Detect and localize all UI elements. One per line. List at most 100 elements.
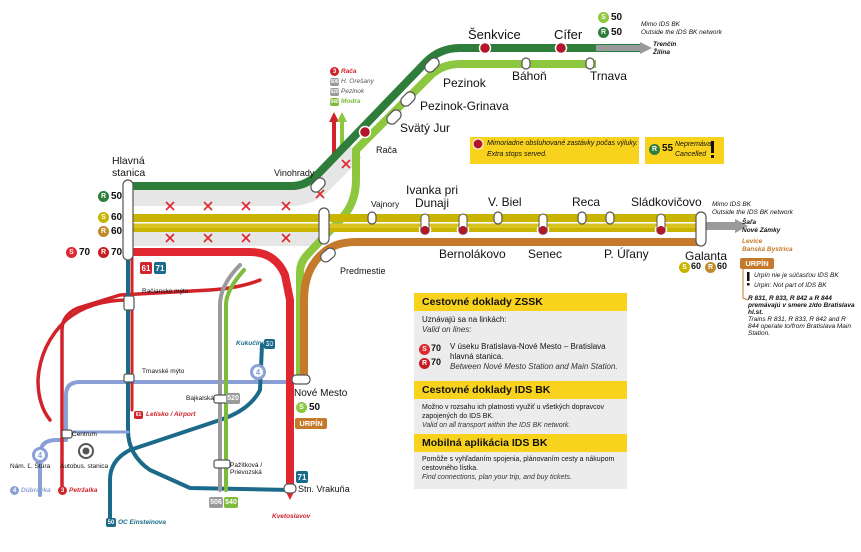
badge-r50-letter: R: [98, 191, 109, 202]
dir-zilina: Žilina: [653, 49, 670, 56]
station-p-ulany: P. Úľany: [604, 247, 649, 261]
badge-r70-num: 70: [111, 247, 123, 258]
tram-4b-circle: 4: [34, 449, 46, 461]
dest-letisko: Letisko / Airport: [146, 411, 196, 418]
bus-line-540: [224, 268, 246, 492]
panel-zssk-title: Cestovné doklady ZSSK: [414, 293, 627, 311]
urpin-note-en: Urpin: Not part of IDS BK: [754, 282, 827, 289]
badge-r50-num: 50: [111, 191, 123, 202]
tram-line-3: [60, 278, 262, 494]
badge-top-r50-letter: R: [598, 27, 609, 38]
dest-dubravka: Dúbravka: [21, 487, 51, 494]
station-v-biel: V. Biel: [488, 195, 522, 209]
legend-r55-num: 55: [662, 143, 674, 154]
station-pezinok-grinava: Pezinok-Grinava: [420, 99, 509, 113]
bus-50b-badge: 50: [106, 518, 116, 527]
legend-cancel-sk: Nepremáva: [675, 141, 712, 148]
station-predmestie: Predmestie: [340, 266, 386, 276]
badge-top-s50-letter: S: [598, 12, 609, 23]
bus-540-badge: 540: [224, 497, 238, 508]
panel-zssk-text-en: Between Nové Mesto Station and Main Stat…: [450, 362, 618, 371]
tram-4-circle: 4: [252, 366, 264, 378]
legend-extra-sk: Mimoriadne obsluhované zastávky počas vý…: [487, 140, 638, 147]
panel-zssk-text-sk: V úseku Bratislava-Nové Mesto – Bratisla…: [450, 342, 606, 361]
panel-zssk-valid: Uznávajú sa na linkách: Valid on lines:: [422, 315, 622, 335]
dir-banska-bystrica: Banská Bystrica: [742, 246, 793, 253]
station-nam-stura: Nám. Ľ. Štúra: [10, 463, 51, 470]
legend-cancel-en: Cancelled: [675, 151, 707, 158]
bus-506-top-badge: 506: [330, 78, 339, 86]
panel-zssk-text: V úseku Bratislava-Nové Mesto – Bratisla…: [450, 342, 622, 372]
bus-540-top-badge: 540: [330, 98, 339, 106]
station-hlavna-stanica: Hlavná stanica: [112, 155, 146, 179]
panel-zssk-sk: Uznávajú sa na linkách:: [422, 315, 507, 324]
arrow-galanta: [735, 219, 748, 233]
station-pazitkova: Pažítková / Prievozská: [230, 462, 263, 477]
station-ivanka: Ivanka pri Dunaji: [405, 183, 459, 211]
badge-top-s50-num: 50: [611, 12, 623, 23]
legend-extra-box: [470, 137, 639, 164]
line-s70: [128, 248, 294, 490]
tram-3b-badge: 3: [330, 67, 339, 76]
mimo-mid-sk: Mimo IDS BK: [712, 201, 752, 208]
legend-extra-en: Extra stops served.: [487, 151, 547, 158]
dest-oc-einsteinova: OC Einsteinova: [118, 519, 167, 526]
panel-ids-text: Možno v rozsahu ich platnosti využiť u v…: [422, 404, 622, 430]
station-raca: Rača: [376, 145, 398, 155]
station-galanta: Galanta: [685, 249, 728, 263]
bus-station-icon: [78, 443, 94, 459]
station-reca: Reca: [572, 195, 601, 209]
panel-r70-letter: R: [419, 358, 430, 369]
panel-ids-en: Valid on all transport within the IDS BK…: [422, 421, 571, 429]
badge-gal-r60-num: 60: [717, 261, 728, 271]
line-r50: [128, 44, 640, 190]
station-bahon: Báhoň: [512, 69, 547, 83]
station-bernolakovo: Bernolákovo: [439, 247, 506, 261]
badge-gal-s60-num: 60: [691, 261, 702, 271]
bus-520-badge: 520: [226, 393, 240, 404]
station-senec: Senec: [528, 247, 563, 261]
station-trnavske-myto: Trnavské mýto: [142, 368, 185, 375]
station-cifer: Cífer: [554, 27, 583, 42]
tram-line-1-loop: [36, 261, 130, 422]
tram-71b-badge: 71: [296, 471, 308, 483]
badge-s70-letter: S: [66, 247, 77, 258]
panel-ids-title: Cestovné doklady IDS BK: [414, 381, 627, 399]
station-stn-vrakuna: Stn. Vrakuňa: [298, 484, 350, 494]
badge-s70-num: 70: [79, 247, 91, 258]
dir-nove-zamky: Nové Zámky: [742, 227, 781, 234]
dest-petrzalka: Petržalka: [69, 487, 98, 494]
bus-520-top-badge: 520: [330, 88, 339, 96]
urpin-note-sk: Urpín nie je súčasťou IDS BK: [754, 272, 839, 279]
urpin-note-r-sk: R 831, R 833, R 842 a R 844 premávajú v …: [748, 295, 855, 317]
panel-app-sk: Pomôže s vyhľadaním spojenia, plánovaním…: [422, 456, 615, 472]
legend-r55-letter: R: [649, 144, 660, 155]
badge-nm-s50-num: 50: [309, 402, 321, 413]
station-vinohrady: Vinohrady: [274, 168, 315, 178]
mimo-top-sk: Mimo IDS BK: [641, 21, 681, 28]
bus-50-badge: 50: [264, 339, 275, 349]
dest-h-orecany: H. Orešany: [341, 78, 374, 85]
badge-s60-num: 60: [111, 212, 123, 223]
station-vajnory: Vajnory: [371, 199, 400, 209]
station-trnava: Trnava: [590, 69, 627, 83]
station-senkvice: Šenkvice: [468, 27, 521, 42]
badge-r70-letter: R: [98, 247, 109, 258]
dest-kvetoslavov: Kvetoslavov: [272, 513, 311, 520]
badge-gal-r60-letter: R: [705, 262, 716, 273]
urpin-badge-note: URPÍN: [740, 258, 774, 269]
dest-kukucinova: Kukučínova: [236, 340, 273, 347]
station-nove-mesto: Nové Mesto: [294, 388, 348, 399]
panel-app-en: Find connections, plan your trip, and bu…: [422, 473, 572, 481]
badge-r60-letter: R: [98, 226, 109, 237]
badge-r60-num: 60: [111, 226, 123, 237]
tram-61-badge: 61: [140, 262, 152, 274]
station-bajkalska: Bajkalská: [186, 395, 214, 402]
panel-s70-letter: S: [419, 344, 430, 355]
station-pezinok: Pezinok: [443, 76, 486, 90]
bus-506-badge: 506: [209, 497, 223, 508]
dir-sala: Šaľa: [742, 219, 757, 226]
badge-nm-s50-letter: S: [296, 402, 307, 413]
tram-3-badge: 3: [58, 486, 67, 495]
badge-top-r50-num: 50: [611, 27, 623, 38]
